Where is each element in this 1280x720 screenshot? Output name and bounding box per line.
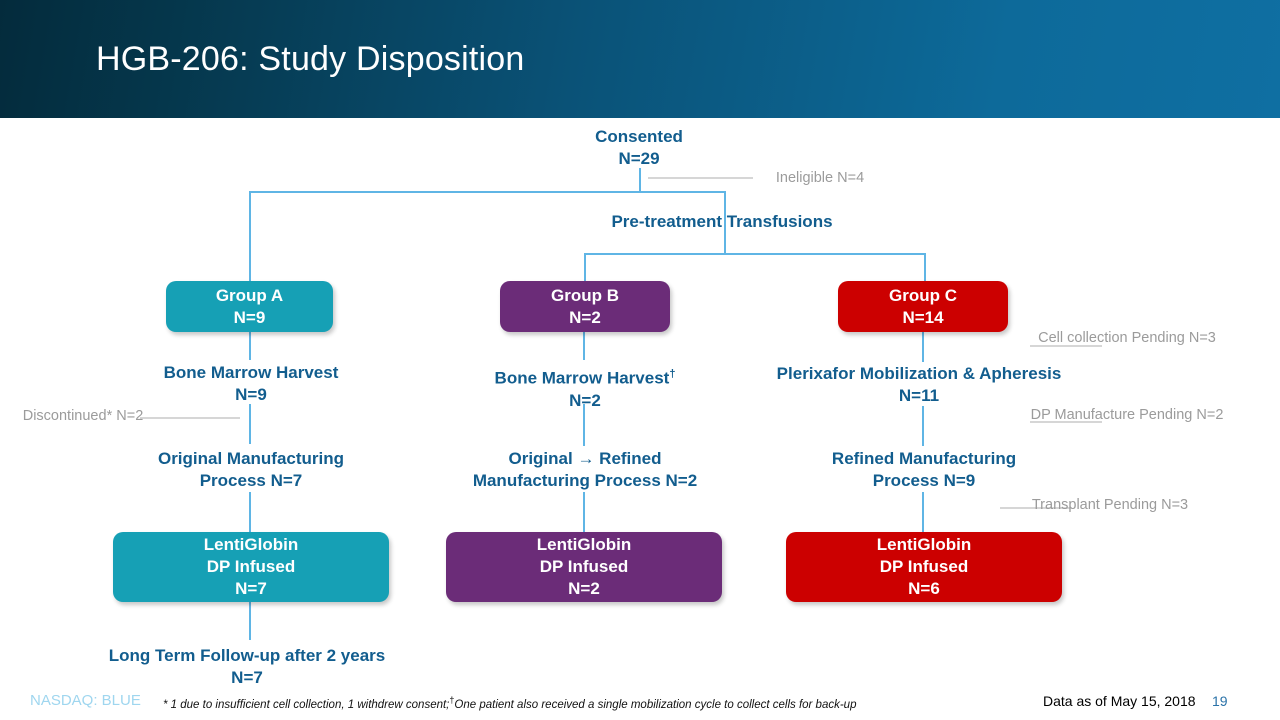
box-infused-a-line1: LentiGlobin [203,535,299,554]
box-infused-c-line1: LentiGlobin [876,535,972,554]
connector-b-mfg-to-infused [583,492,585,532]
box-lentiglobin-infused-b[interactable]: LentiGlobin DP Infused N=2 [446,532,722,602]
note-transplant-label: Transplant Pending [1031,497,1158,513]
box-group-a-count: N=9 [233,307,266,327]
connector-ineligible [648,177,753,179]
node-pretreatment-transfusions: Pre-treatment Transfusions [611,211,832,233]
node-plerixafor-mobilization: Plerixafor Mobilization & Apheresis N=11 [777,363,1062,407]
box-lentiglobin-infused-a[interactable]: LentiGlobin DP Infused N=7 [113,532,389,602]
connector-to-group-a [249,191,251,281]
box-infused-b-line2: DP Infused [539,557,629,576]
connector-dp-manufacture-pending [1030,421,1102,423]
footnote-dagger-text: One patient also received a single mobil… [454,698,857,711]
box-infused-c-line2: DP Infused [879,557,969,576]
box-group-b[interactable]: Group B N=2 [500,281,670,332]
note-ineligible-label: Ineligible N=4 [775,170,865,186]
note-discontinued-label: Discontinued* [22,408,113,424]
note-discontinued: Discontinued* N=2 [23,406,144,426]
node-bone-marrow-harvest-a: Bone Marrow Harvest N=9 [164,362,339,406]
note-cell-collection-label: Cell collection Pending [1038,330,1185,346]
note-dp-manufacture-pending: DP Manufacture Pending N=2 [1031,405,1224,425]
connector-c-mfg-to-infused [922,492,924,532]
node-plerixafor-count: N=11 [898,386,940,405]
page-title: HGB-206: Study Disposition [96,40,525,78]
node-pretreatment-label: Pre-treatment Transfusions [611,212,833,231]
note-ineligible: Ineligible N=4 [776,168,864,188]
connector-consented-down [639,168,641,192]
footnote-asterisk-text: * 1 due to insufficient cell collection,… [163,698,450,711]
connector-b-box-to-bmh [583,332,585,360]
connector-to-pretreatment [724,191,726,254]
note-cell-collection-count: N=3 [1188,330,1216,346]
node-bone-marrow-harvest-b: Bone Marrow Harvest† N=2 [495,363,676,412]
connector-to-group-c [924,253,926,281]
node-bmh-a-count: N=9 [235,385,267,404]
nasdaq-ticker: NASDAQ: BLUE [30,692,141,709]
node-bmh-a-label: Bone Marrow Harvest [163,363,339,382]
connector-a-box-to-bmh [249,332,251,360]
box-group-c-count: N=14 [902,307,944,327]
box-group-c[interactable]: Group C N=14 [838,281,1008,332]
node-consented: Consented N=29 [595,126,683,170]
data-as-of-label: Data as of May 15, 2018 [1043,693,1196,709]
node-original-to-refined-manufacturing: Original → Refined Manufacturing Process… [473,448,697,492]
node-bmh-b-count: N=2 [569,390,601,410]
node-original-manufacturing: Original Manufacturing Process N=7 [158,448,344,492]
box-infused-c-count: N=6 [908,579,940,598]
node-bmh-b-dagger: † [669,368,676,380]
node-followup-label: Long Term Follow-up after 2 years [108,646,386,665]
footnote-dagger-symbol: † [449,695,455,705]
connector-c-box-to-plerixafor [922,332,924,362]
note-transplant-pending: Transplant Pending N=3 [1032,495,1188,515]
connector-split-bottom [584,253,925,255]
slide-header-banner: HGB-206: Study Disposition [0,0,1280,118]
box-group-a-label: Group A [215,285,284,305]
node-plerixafor-label: Plerixafor Mobilization & Apheresis [776,364,1062,383]
box-group-b-count: N=2 [569,307,601,327]
box-infused-a-count: N=7 [235,579,267,598]
node-orig-mfg-line2: Process N=7 [199,471,303,490]
connector-to-group-b [584,253,586,281]
connector-b-bmh-to-mfg [583,404,585,446]
node-followup-count: N=7 [231,668,263,687]
note-transplant-count: N=3 [1161,497,1189,513]
node-consented-count: N=29 [618,149,660,168]
connector-a-mfg-to-infused [249,492,251,532]
connector-a-bmh-to-mfg [249,404,251,444]
node-refined-manufacturing: Refined Manufacturing Process N=9 [832,448,1016,492]
node-long-term-followup: Long Term Follow-up after 2 years N=7 [109,645,385,689]
connector-c-plerixafor-to-mfg [922,406,924,446]
note-dp-manufacture-label: DP Manufacture Pending [1030,407,1193,423]
node-orig-refined-line1: Original → Refined [508,449,662,468]
node-refined-mfg-line2: Process N=9 [872,471,976,490]
node-refined-mfg-line1: Refined Manufacturing [831,449,1017,468]
page-number: 19 [1212,693,1228,709]
note-discontinued-count: N=2 [116,408,144,424]
box-infused-b-line1: LentiGlobin [536,535,632,554]
box-infused-a-line2: DP Infused [206,557,296,576]
node-consented-label: Consented [595,127,683,146]
box-infused-b-count: N=2 [568,579,600,598]
box-group-b-label: Group B [551,285,619,305]
box-lentiglobin-infused-c[interactable]: LentiGlobin DP Infused N=6 [786,532,1062,602]
box-group-c-label: Group C [889,285,957,305]
note-cell-collection-pending: Cell collection Pending N=3 [1038,328,1216,348]
footnote: * 1 due to insufficient cell collection,… [163,695,856,711]
connector-a-infused-to-followup [249,602,251,640]
connector-pretreatment-down [724,232,726,254]
node-orig-mfg-line1: Original Manufacturing [157,449,345,468]
connector-discontinued [140,417,240,419]
connector-cell-collection-pending [1030,345,1102,347]
box-group-a[interactable]: Group A N=9 [166,281,333,332]
note-dp-manufacture-count: N=2 [1196,407,1224,423]
connector-split-top [249,191,726,193]
node-orig-refined-line2: Manufacturing Process N=2 [472,471,698,490]
node-bmh-b-label: Bone Marrow Harvest [494,368,670,388]
connector-transplant-pending [1000,507,1072,509]
